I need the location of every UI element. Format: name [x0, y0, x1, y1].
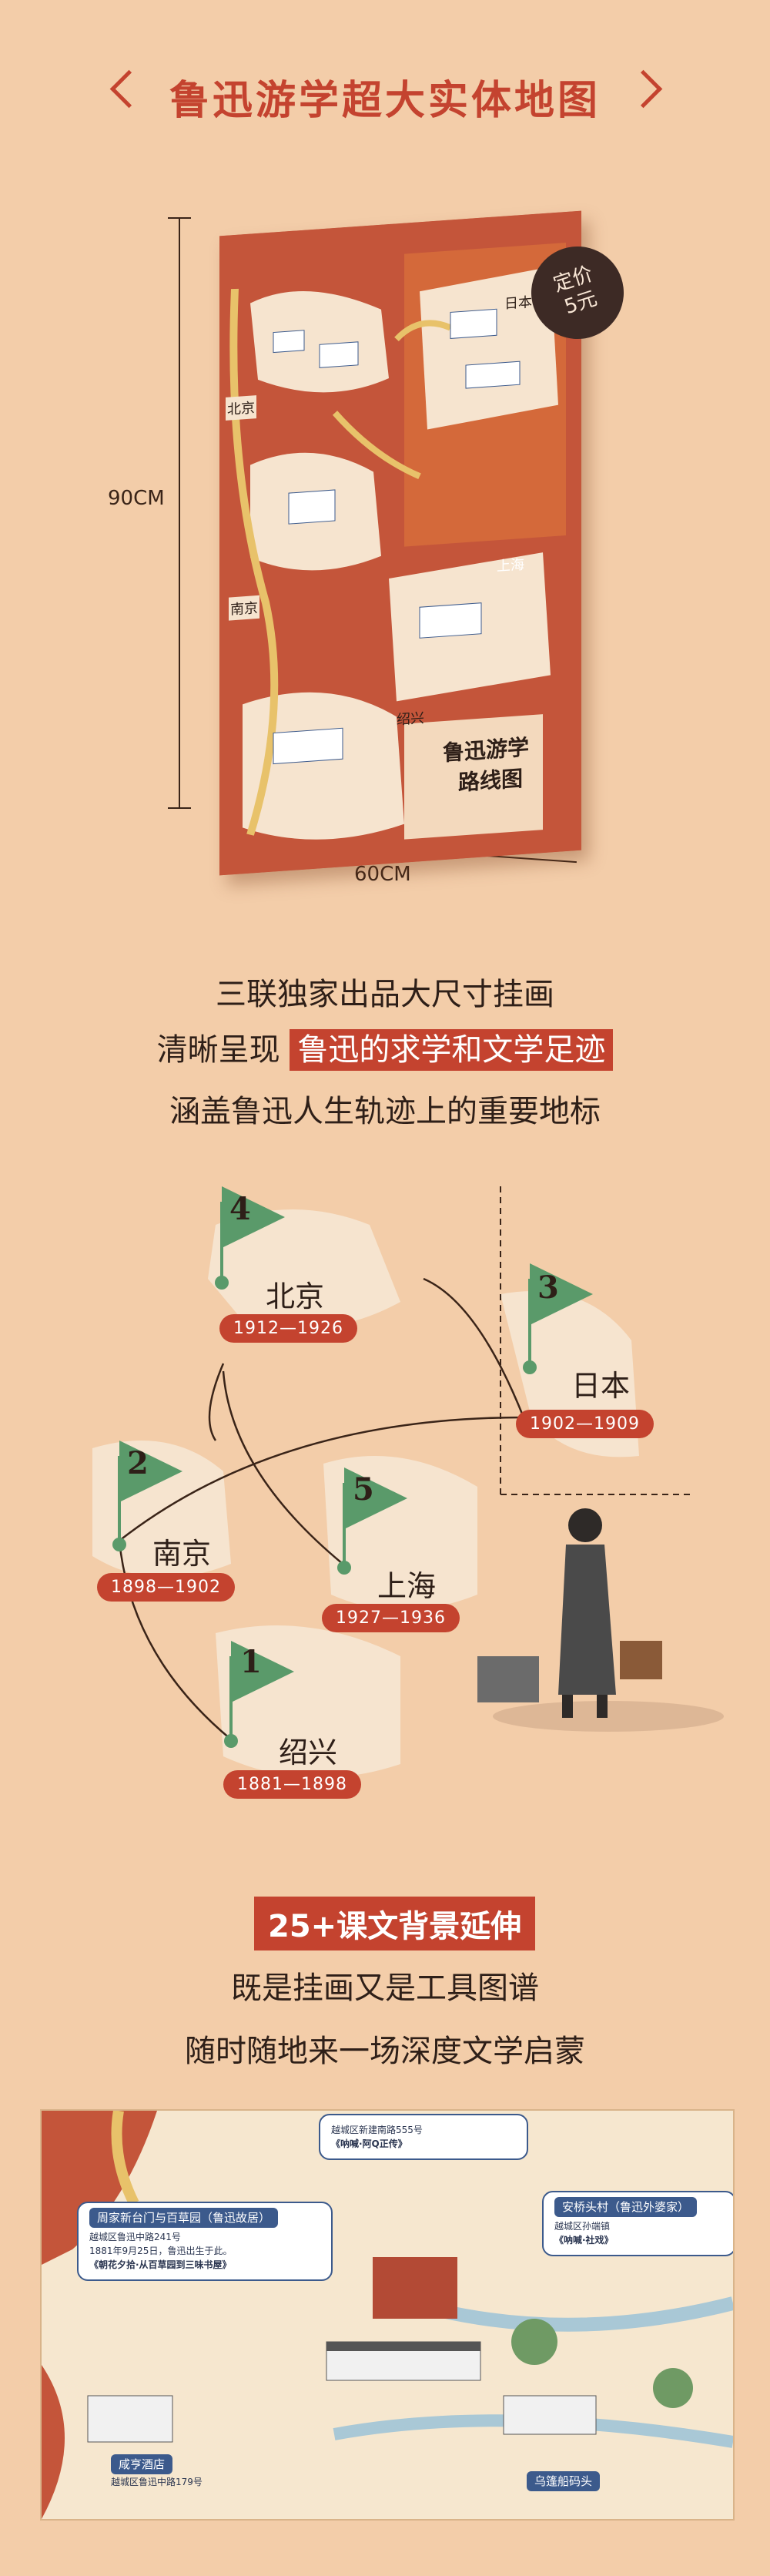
detail-card-anqiao-addr: 越城区孙端镇 — [554, 2221, 611, 2232]
poster-place-japan: 日本 — [504, 294, 532, 313]
detail-card-wupeng: 乌篷船码头 — [527, 2471, 601, 2491]
stop-nanjing-years: 1898—1902 — [97, 1573, 235, 1602]
poster-image: 北京 日本 南京 上海 绍兴 鲁迅游学 路线图 — [219, 210, 581, 876]
detail-card-zhou-addr: 越城区鲁迅中路241号 — [89, 2232, 181, 2242]
height-dimension-cap-bottom — [168, 807, 191, 809]
feature-line-1: 三联独家出品大尺寸挂画 — [216, 977, 554, 1012]
detail-card-anqiao-tag: 安桥头村（鲁迅外婆家） — [554, 2197, 698, 2217]
poster-place-shaoxing: 绍兴 — [397, 709, 424, 729]
stop-2-number: 2 — [127, 1445, 149, 1481]
stop-japan-years: 1902—1909 — [516, 1410, 654, 1438]
width-label: 60CM — [354, 863, 411, 886]
stop-nanjing-city: 南京 — [152, 1537, 212, 1571]
poster-place-beijing: 北京 — [226, 395, 256, 421]
feature-line-3: 涵盖鲁迅人生轨迹上的重要地标 — [169, 1094, 601, 1129]
detail-map-image: 周家新台门与百草园（鲁迅故居） 越城区鲁迅中路241号 1881年9月25日，鲁… — [40, 2109, 735, 2521]
stop-japan-city: 日本 — [571, 1369, 631, 1403]
stop-shanghai-city: 上海 — [377, 1569, 437, 1603]
route-map-art — [92, 1186, 724, 1778]
detail-card-anqiao-book: 《呐喊·社戏》 — [554, 2235, 614, 2246]
detail-card-sanwei: 越城区新建南路555号 《呐喊·阿Q正传》 — [319, 2114, 528, 2160]
height-dimension-cap-top — [168, 217, 191, 219]
poster-map-art — [219, 210, 581, 876]
detail-card-anqiao: 安桥头村（鲁迅外婆家） 越城区孙端镇 《呐喊·社戏》 — [542, 2191, 733, 2256]
detail-card-wupeng-tag: 乌篷船码头 — [527, 2471, 601, 2491]
extension-line-1: 既是挂画又是工具图谱 — [231, 1971, 539, 2006]
detail-card-sanwei-addr: 越城区新建南路555号 — [331, 2125, 423, 2135]
detail-card-zhou-residence: 周家新台门与百草园（鲁迅故居） 越城区鲁迅中路241号 1881年9月25日，鲁… — [77, 2202, 333, 2281]
page-title: 鲁迅游学超大实体地图 — [169, 78, 601, 124]
detail-card-xianheng-addr: 越城区鲁迅中路179号 — [111, 2477, 203, 2487]
detail-card-zhou-tag: 周家新台门与百草园（鲁迅故居） — [89, 2208, 279, 2228]
stop-beijing-city: 北京 — [266, 1280, 325, 1313]
detail-card-zhou-book: 《朝花夕拾·从百草园到三味书屋》 — [89, 2259, 232, 2270]
stop-shaoxing-years: 1881—1898 — [223, 1770, 361, 1799]
detail-card-xianheng-tag: 咸亨酒店 — [111, 2454, 173, 2474]
detail-card-xianheng: 咸亨酒店 越城区鲁迅中路179号 — [111, 2454, 203, 2488]
poster-place-nanjing: 南京 — [229, 595, 259, 621]
feature-line-2-prefix: 清晰呈现 — [156, 1032, 280, 1068]
stop-shanghai-years: 1927—1936 — [322, 1604, 460, 1632]
extension-badge: 25+课文背景延伸 — [254, 1897, 536, 1950]
detail-card-zhou-text: 1881年9月25日，鲁迅出生于此。 — [89, 2246, 233, 2256]
height-label: 90CM — [108, 487, 165, 510]
feature-line-2-highlight: 鲁迅的求学和文学足迹 — [290, 1029, 614, 1071]
stop-5-number: 5 — [353, 1471, 374, 1508]
height-dimension-line — [179, 217, 180, 809]
stop-shaoxing-city: 绍兴 — [279, 1736, 338, 1769]
stop-beijing-years: 1912—1926 — [219, 1314, 357, 1343]
poster-title-line2: 路线图 — [458, 765, 524, 796]
feature-line-2: 清晰呈现 鲁迅的求学和文学足迹 — [0, 1025, 770, 1071]
detail-card-sanwei-book: 《呐喊·阿Q正传》 — [331, 2138, 407, 2149]
stop-4-number: 4 — [229, 1191, 251, 1227]
stop-1-number: 1 — [240, 1644, 262, 1680]
stop-3-number: 3 — [537, 1270, 559, 1306]
detail-map-art — [42, 2111, 733, 2519]
extension-line-2: 随时随地来一场深度文学启蒙 — [185, 2034, 585, 2069]
poster-place-shanghai: 上海 — [497, 556, 524, 575]
